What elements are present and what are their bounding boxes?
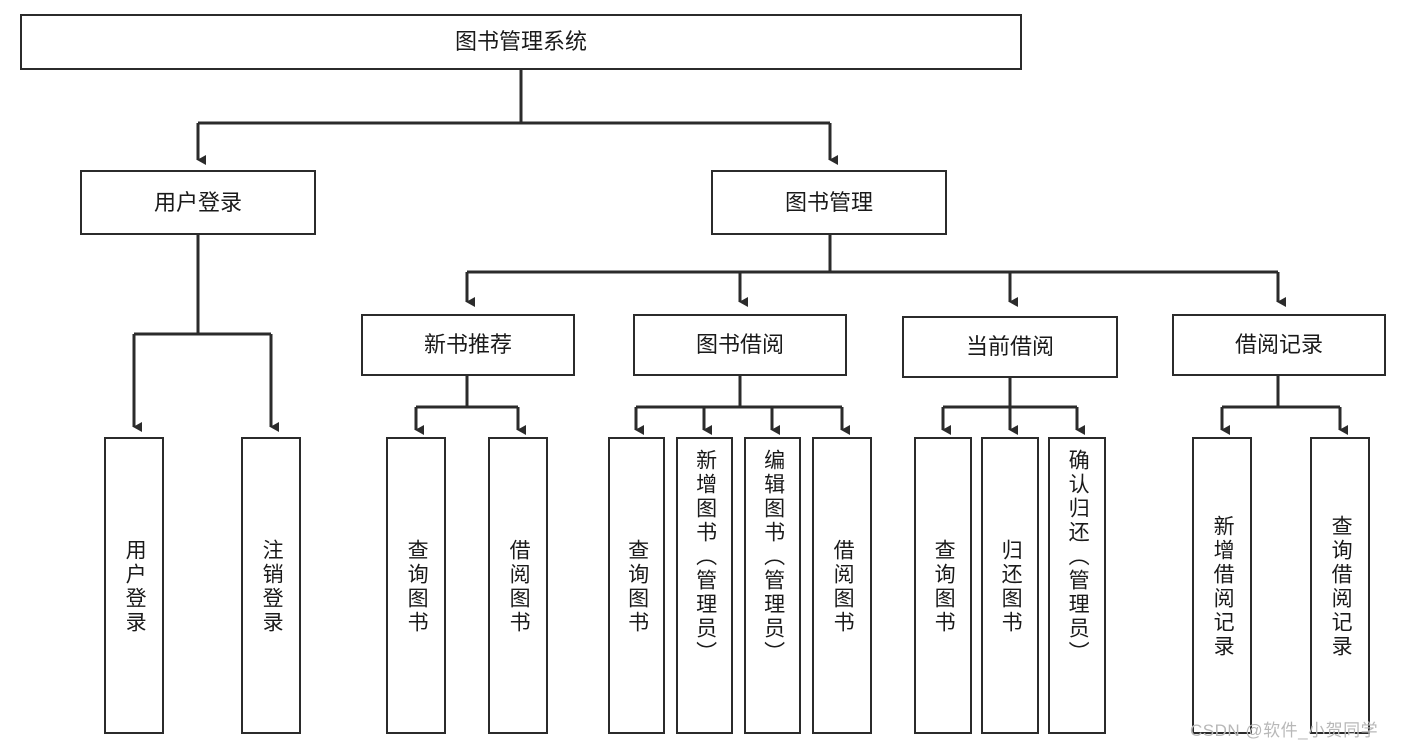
leaf-borrow-edit-book-label: 编辑图书（管理员） [761, 449, 785, 665]
node-current-borrow[interactable]: 当前借阅 [902, 316, 1118, 378]
leaf-current-confirm-return-label: 确认归还（管理员） [1066, 449, 1090, 665]
leaf-user-login-login-label: 用户登录 [123, 538, 147, 635]
leaf-current-return-book-label: 归还图书 [999, 538, 1023, 635]
node-book-borrow-label: 图书借阅 [695, 332, 784, 358]
leaf-new-book-borrow[interactable]: 借阅图书 [488, 437, 548, 734]
leaf-record-search-record-label: 查询借阅记录 [1329, 514, 1353, 659]
node-new-book-recommend[interactable]: 新书推荐 [361, 314, 575, 376]
leaf-current-search-book-label: 查询图书 [932, 538, 956, 635]
node-book-management-label: 图书管理 [784, 189, 873, 215]
leaf-new-book-borrow-label: 借阅图书 [507, 538, 531, 635]
node-root-system[interactable]: 图书管理系统 [20, 14, 1022, 70]
node-borrow-record[interactable]: 借阅记录 [1172, 314, 1386, 376]
node-borrow-record-label: 借阅记录 [1234, 332, 1323, 358]
leaf-borrow-add-book[interactable]: 新增图书（管理员） [676, 437, 733, 734]
node-root-system-label: 图书管理系统 [454, 29, 587, 55]
leaf-new-book-search-label: 查询图书 [405, 538, 429, 635]
leaf-borrow-search-book[interactable]: 查询图书 [608, 437, 665, 734]
leaf-current-search-book[interactable]: 查询图书 [914, 437, 972, 734]
leaf-user-login-login[interactable]: 用户登录 [104, 437, 164, 734]
leaf-record-add-record-label: 新增借阅记录 [1211, 514, 1235, 659]
node-book-management[interactable]: 图书管理 [711, 170, 947, 235]
leaf-user-login-logout-label: 注销登录 [260, 538, 284, 635]
csdn-watermark: CSDN @软件_小贺同学 [1190, 721, 1379, 740]
leaf-current-confirm-return[interactable]: 确认归还（管理员） [1048, 437, 1106, 734]
leaf-record-add-record[interactable]: 新增借阅记录 [1192, 437, 1252, 734]
leaf-user-login-logout[interactable]: 注销登录 [241, 437, 301, 734]
leaf-record-search-record[interactable]: 查询借阅记录 [1310, 437, 1370, 734]
node-current-borrow-label: 当前借阅 [965, 334, 1054, 360]
leaf-current-return-book[interactable]: 归还图书 [981, 437, 1039, 734]
node-user-login-label: 用户登录 [153, 189, 242, 215]
leaf-borrow-edit-book[interactable]: 编辑图书（管理员） [744, 437, 801, 734]
node-user-login[interactable]: 用户登录 [80, 170, 316, 235]
node-new-book-recommend-label: 新书推荐 [423, 332, 512, 358]
leaf-borrow-add-book-label: 新增图书（管理员） [693, 449, 717, 665]
leaf-borrow-search-book-label: 查询图书 [625, 538, 649, 635]
leaf-borrow-borrow-book-label: 借阅图书 [831, 538, 855, 635]
node-book-borrow[interactable]: 图书借阅 [633, 314, 847, 376]
leaf-borrow-borrow-book[interactable]: 借阅图书 [812, 437, 872, 734]
leaf-new-book-search[interactable]: 查询图书 [386, 437, 446, 734]
